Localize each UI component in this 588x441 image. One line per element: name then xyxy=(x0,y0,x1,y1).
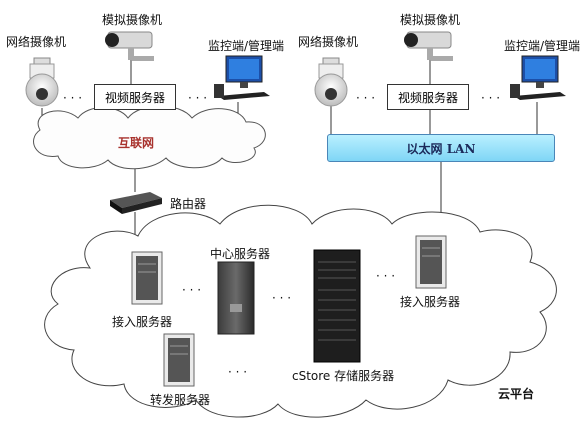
center-server-icon xyxy=(217,261,255,335)
cstore-storage-server-icon xyxy=(313,249,361,363)
ellipsis-right-2: · · · xyxy=(481,91,501,105)
cloud-platform xyxy=(44,204,557,418)
forward-server-label: 转发服务器 xyxy=(150,393,211,407)
monitor-icon-right xyxy=(510,55,566,100)
access-server-label-right: 接入服务器 xyxy=(400,295,461,309)
forward-server-icon xyxy=(163,333,195,387)
analog-camera-label-right: 模拟摄像机 xyxy=(400,13,461,27)
center-server-label: 中心服务器 xyxy=(210,247,271,261)
cloud-platform-label: 云平台 xyxy=(498,387,535,401)
ellipsis-cloud-1: · · · xyxy=(182,283,202,297)
monitor-icon-left xyxy=(214,55,270,100)
analog-camera-icon-right xyxy=(404,31,453,61)
analog-camera-icon-left xyxy=(105,31,154,61)
monitor-terminal-label-left: 监控端/管理端 xyxy=(208,39,285,53)
ellipsis-left-1: · · · xyxy=(63,91,83,105)
cstore-label: cStore 存储服务器 xyxy=(292,369,395,383)
video-server-box-right: 视频服务器 xyxy=(387,84,469,110)
ellipsis-cloud-3: · · · xyxy=(376,269,396,283)
internet-label: 互联网 xyxy=(118,136,155,150)
dome-camera-icon-right xyxy=(314,57,348,107)
ellipsis-cloud-2: · · · xyxy=(272,291,292,305)
dome-camera-icon-left xyxy=(25,57,59,107)
network-camera-label-left: 网络摄像机 xyxy=(6,35,67,49)
router-icon xyxy=(110,192,162,214)
ellipsis-left-2: · · · xyxy=(188,91,208,105)
lan-bar: 以太网 LAN xyxy=(327,134,555,162)
ellipsis-right-1: · · · xyxy=(356,91,376,105)
router-label: 路由器 xyxy=(170,197,207,211)
video-server-box-left: 视频服务器 xyxy=(94,84,176,110)
analog-camera-label-left: 模拟摄像机 xyxy=(102,13,163,27)
network-camera-label-right: 网络摄像机 xyxy=(298,35,359,49)
ellipsis-cloud-4: · · · xyxy=(228,365,248,379)
monitor-terminal-label-right: 监控端/管理端 xyxy=(504,39,581,53)
access-server-left-icon xyxy=(131,251,163,305)
access-server-label-left: 接入服务器 xyxy=(112,315,173,329)
access-server-right-icon xyxy=(415,235,447,289)
